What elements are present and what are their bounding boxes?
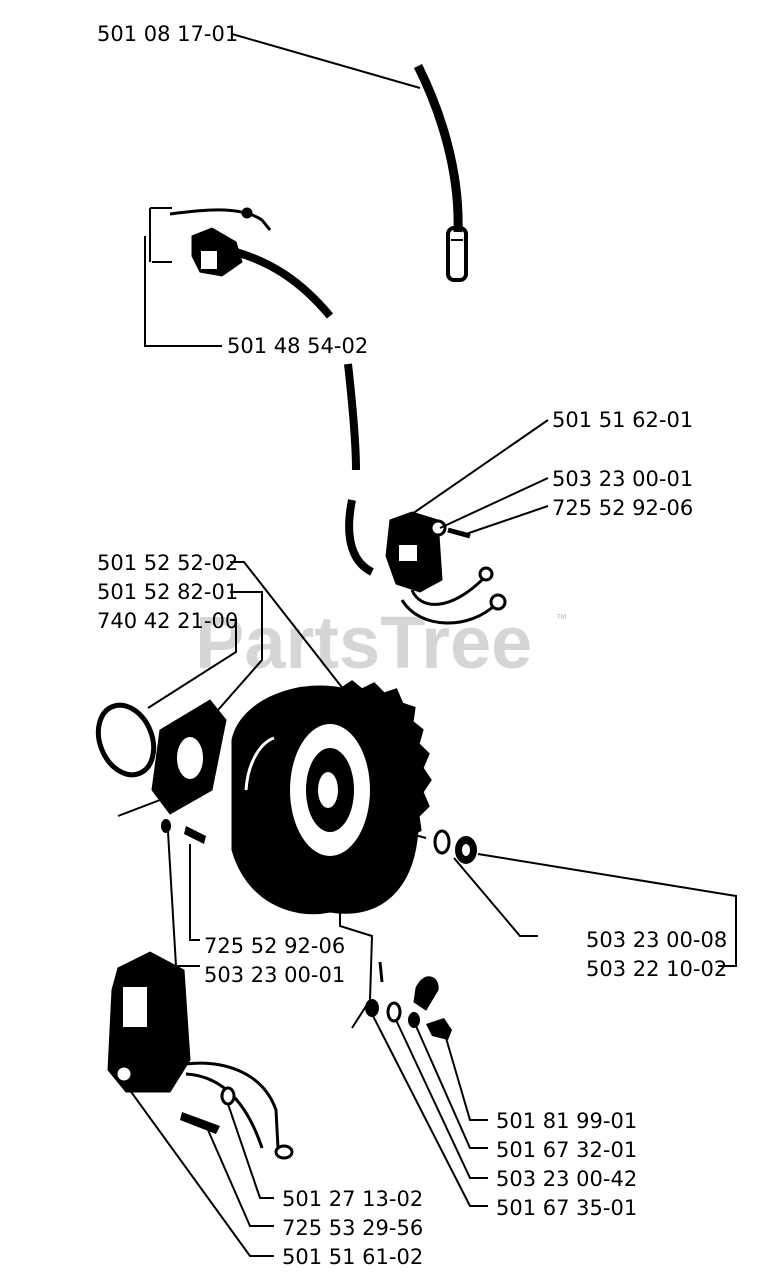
callout-module-screw: 501 27 13-02 (282, 1187, 423, 1211)
leader-lines (117, 33, 737, 1257)
coil-module-drawing (107, 951, 294, 1160)
hv-lead-drawing (413, 63, 468, 282)
callout-flywheel-cover: 501 52 52-02 (97, 551, 238, 575)
callout-screw-left: 725 52 92-06 (204, 934, 345, 958)
callout-module-bolt: 725 53 29-56 (282, 1216, 423, 1240)
flywheel-drawing (231, 680, 432, 915)
left-fastener-drawing (161, 819, 206, 844)
callout-nut: 503 22 10-02 (586, 957, 727, 981)
callout-washer-nut: 503 23 00-08 (586, 928, 727, 952)
o-ring-drawing (95, 702, 157, 778)
callout-o-ring: 740 42 21-00 (97, 609, 238, 633)
callout-coil-module: 501 51 61-02 (282, 1245, 423, 1269)
flywheel-plate-drawing (151, 699, 227, 815)
washer-nut-drawing (433, 829, 477, 864)
callout-washer-top: 503 23 00-01 (552, 467, 693, 491)
watermark-text: PartsTree (195, 601, 532, 684)
watermark-trademark: ™ (556, 613, 567, 625)
callout-screw-top: 725 52 92-06 (552, 496, 693, 520)
callout-washer-small: 503 23 00-42 (496, 1167, 637, 1191)
callout-washer-left: 503 23 00-01 (204, 963, 345, 987)
callout-ignition-module: 501 51 62-01 (552, 408, 693, 432)
callout-spacer: 501 67 35-01 (496, 1196, 637, 1220)
callout-hv-lead: 501 08 17-01 (97, 22, 238, 46)
callout-bracket-screw: 501 81 99-01 (496, 1109, 637, 1133)
callout-flywheel-plate: 501 52 82-01 (97, 580, 238, 604)
bracket-drawing (365, 961, 452, 1040)
callout-stop-switch-wire: 501 48 54-02 (227, 334, 368, 358)
ignition-module-drawing (345, 499, 507, 625)
callout-bracket: 501 67 32-01 (496, 1138, 637, 1162)
stop-switch-drawing (149, 207, 360, 471)
